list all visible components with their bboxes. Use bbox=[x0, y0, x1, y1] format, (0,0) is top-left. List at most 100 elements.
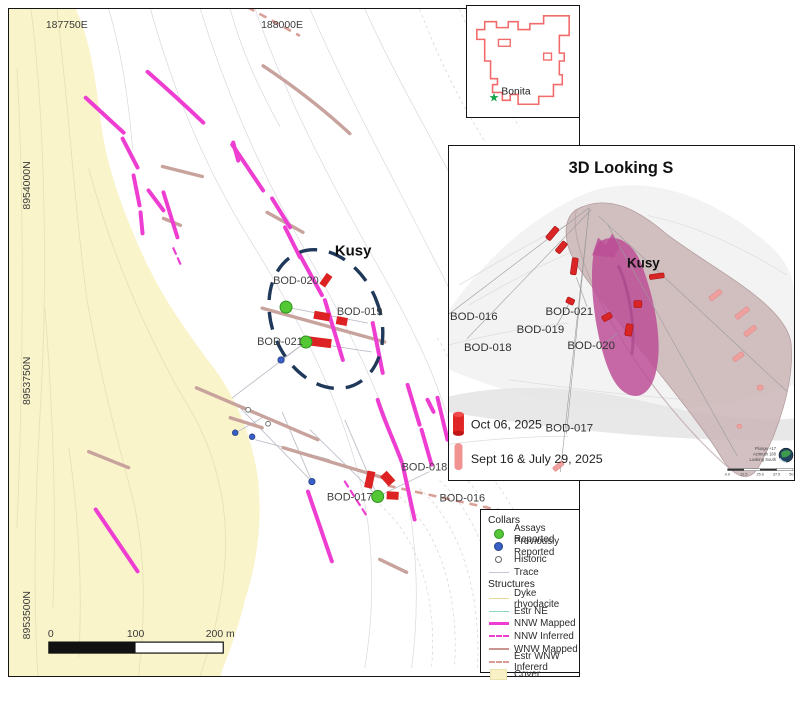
legend-structures-title: Structures bbox=[488, 579, 535, 591]
3d-labels: 3D Looking S Kusy BOD-016 BOD-018 BOD-02… bbox=[450, 159, 673, 434]
assays-reported-collar bbox=[371, 490, 385, 504]
hole-label-bod021: BOD-021 bbox=[257, 336, 303, 348]
estr-ne-line-icon bbox=[488, 610, 509, 612]
3d-view-inset: 3D Looking S Kusy BOD-016 BOD-018 BOD-02… bbox=[448, 145, 795, 481]
hole-label-bod021: BOD-021 bbox=[545, 306, 593, 318]
legend-item-assays: Assays Reported bbox=[488, 523, 579, 545]
bonita-label: Bonita bbox=[501, 86, 530, 97]
3d-title: 3D Looking S bbox=[569, 159, 674, 177]
3d-scale-ruler: 0.0 12.5 25.0 37.5 50.0 bbox=[725, 468, 794, 477]
scale-tick: 0 bbox=[48, 629, 54, 640]
hole-label-bod017: BOD-017 bbox=[545, 422, 593, 434]
legend-item-dyke: Dyke rhyodacite bbox=[488, 588, 579, 610]
view-compass: Plunge +17 Azimuth 180 Looking South 0.0… bbox=[725, 446, 794, 476]
hole-label-bod019: BOD-019 bbox=[517, 324, 565, 336]
map-legend: Collars Assays Reported Previously Repor… bbox=[480, 509, 580, 680]
structures-wnw-inferred bbox=[248, 9, 578, 529]
ruler-tick: 12.5 bbox=[740, 473, 747, 477]
drills-oct-2025 bbox=[545, 226, 665, 337]
assays-dot-icon bbox=[488, 529, 509, 540]
structures-nnw-inferred bbox=[172, 247, 369, 519]
legend-item-estr-wnw-inferred: Estr WNW Infererd bbox=[488, 651, 579, 673]
legend-item-estr-ne: Estr NE bbox=[488, 605, 579, 618]
legend-item-nnw-inferred: NNW Inferred bbox=[488, 630, 579, 643]
legend-item-trace: Trace bbox=[488, 566, 579, 579]
legend-oct-label: Oct 06, 2025 bbox=[471, 417, 542, 431]
project-star-icon: ★ bbox=[489, 91, 500, 104]
scale-bar: 0 100 200 m bbox=[48, 629, 235, 654]
cover-swatch-icon bbox=[488, 668, 509, 680]
drill-intercepts bbox=[304, 272, 399, 500]
hole-label-bod020: BOD-020 bbox=[567, 340, 615, 352]
legend-item-cover: Cover bbox=[488, 668, 579, 681]
cover-contours bbox=[16, 9, 227, 676]
trace-line-icon bbox=[488, 571, 509, 573]
hole-label-bod016: BOD-016 bbox=[439, 493, 485, 505]
structures-nnw-mapped bbox=[83, 69, 450, 574]
3d-legend: Oct 06, 2025 Sept 16 & July 29, 2025 bbox=[453, 411, 603, 471]
previously-reported-collar bbox=[308, 477, 316, 486]
legend-item-label: Previously Reported bbox=[514, 535, 560, 558]
legend-item-label: Assays Reported bbox=[514, 523, 555, 546]
historic-collar bbox=[265, 420, 271, 427]
historic-circle-icon bbox=[488, 555, 509, 563]
ruler-tick: 50.0 bbox=[789, 473, 794, 477]
location-inset: ★ Bonita bbox=[466, 5, 580, 118]
nnw-inferred-line-icon bbox=[488, 635, 509, 638]
ruler-tick: 0.0 bbox=[725, 473, 730, 477]
wnw-mapped-line-icon bbox=[488, 648, 509, 651]
3d-trace-lines bbox=[449, 207, 788, 473]
legend-item-label: Trace bbox=[514, 566, 539, 578]
property-outline bbox=[476, 15, 570, 106]
nnw-mapped-line-icon bbox=[488, 622, 509, 626]
hole-label-bod019: BOD-019 bbox=[337, 306, 383, 318]
hole-label-bod020: BOD-020 bbox=[273, 275, 319, 287]
legend-item-label: NNW Mapped bbox=[514, 618, 576, 630]
easting-label: 188000E bbox=[261, 20, 303, 31]
legend-collars-title: Collars bbox=[488, 515, 521, 526]
historic-collar bbox=[245, 406, 252, 413]
hole-label-bod016: BOD-016 bbox=[450, 311, 498, 323]
map-labels: 187750E 188000E 8954000N 8953750N 895350… bbox=[22, 20, 485, 639]
legend-item-label: Dyke rhyodacite bbox=[514, 587, 560, 610]
previously-reported-collar bbox=[248, 433, 256, 440]
previously-reported-collar bbox=[232, 429, 239, 436]
legend-item-wnw-mapped: WNW Mapped bbox=[488, 643, 579, 656]
legend-item-label: WNW Mapped bbox=[514, 643, 578, 655]
location-inset-svg: ★ Bonita bbox=[476, 15, 570, 106]
northing-label: 8953500N bbox=[22, 591, 33, 639]
legend-item-label: Cover bbox=[514, 668, 541, 680]
collar-markers bbox=[232, 300, 385, 504]
3d-view-svg: 3D Looking S Kusy BOD-016 BOD-018 BOD-02… bbox=[449, 159, 794, 477]
hole-label-bod017: BOD-017 bbox=[327, 492, 373, 504]
scale-tick: 100 bbox=[127, 629, 145, 640]
legend-item-nnw-mapped: NNW Mapped bbox=[488, 618, 579, 631]
kusy-3d-body bbox=[591, 233, 659, 396]
hole-label-bod018: BOD-018 bbox=[402, 462, 448, 474]
cover-area bbox=[9, 9, 260, 676]
kusy-outline-ellipse bbox=[267, 248, 385, 391]
previously-reported-collar bbox=[277, 356, 285, 364]
easting-label: 187750E bbox=[46, 20, 88, 31]
view-direction: Looking South bbox=[749, 457, 776, 462]
estr-wnw-inferred-line-icon bbox=[488, 660, 509, 663]
northing-label: 8954000N bbox=[22, 161, 33, 209]
assays-reported-collar bbox=[299, 335, 313, 349]
previous-dot-icon bbox=[488, 542, 509, 552]
legend-item-label: Estr NE bbox=[514, 605, 548, 617]
legend-item-label: Estr WNW Infererd bbox=[514, 650, 560, 673]
hole-label-bod018: BOD-018 bbox=[464, 342, 512, 354]
assays-reported-collar bbox=[279, 300, 293, 314]
kusy-3d-label: Kusy bbox=[627, 255, 660, 270]
northing-label: 8953750N bbox=[22, 357, 33, 405]
legend-item-historic: Historic bbox=[488, 553, 579, 566]
view-plunge: Plunge +17 bbox=[755, 446, 777, 451]
scale-tick: 200 m bbox=[206, 629, 235, 640]
view-azimuth: Azimuth 180 bbox=[753, 452, 777, 457]
legend-sept-label: Sept 16 & July 29, 2025 bbox=[471, 452, 603, 466]
dyke-line-icon bbox=[488, 598, 509, 600]
ruler-tick: 25.0 bbox=[756, 473, 763, 477]
ruler-tick: 37.5 bbox=[773, 473, 780, 477]
legend-item-previously: Previously Reported bbox=[488, 536, 579, 558]
